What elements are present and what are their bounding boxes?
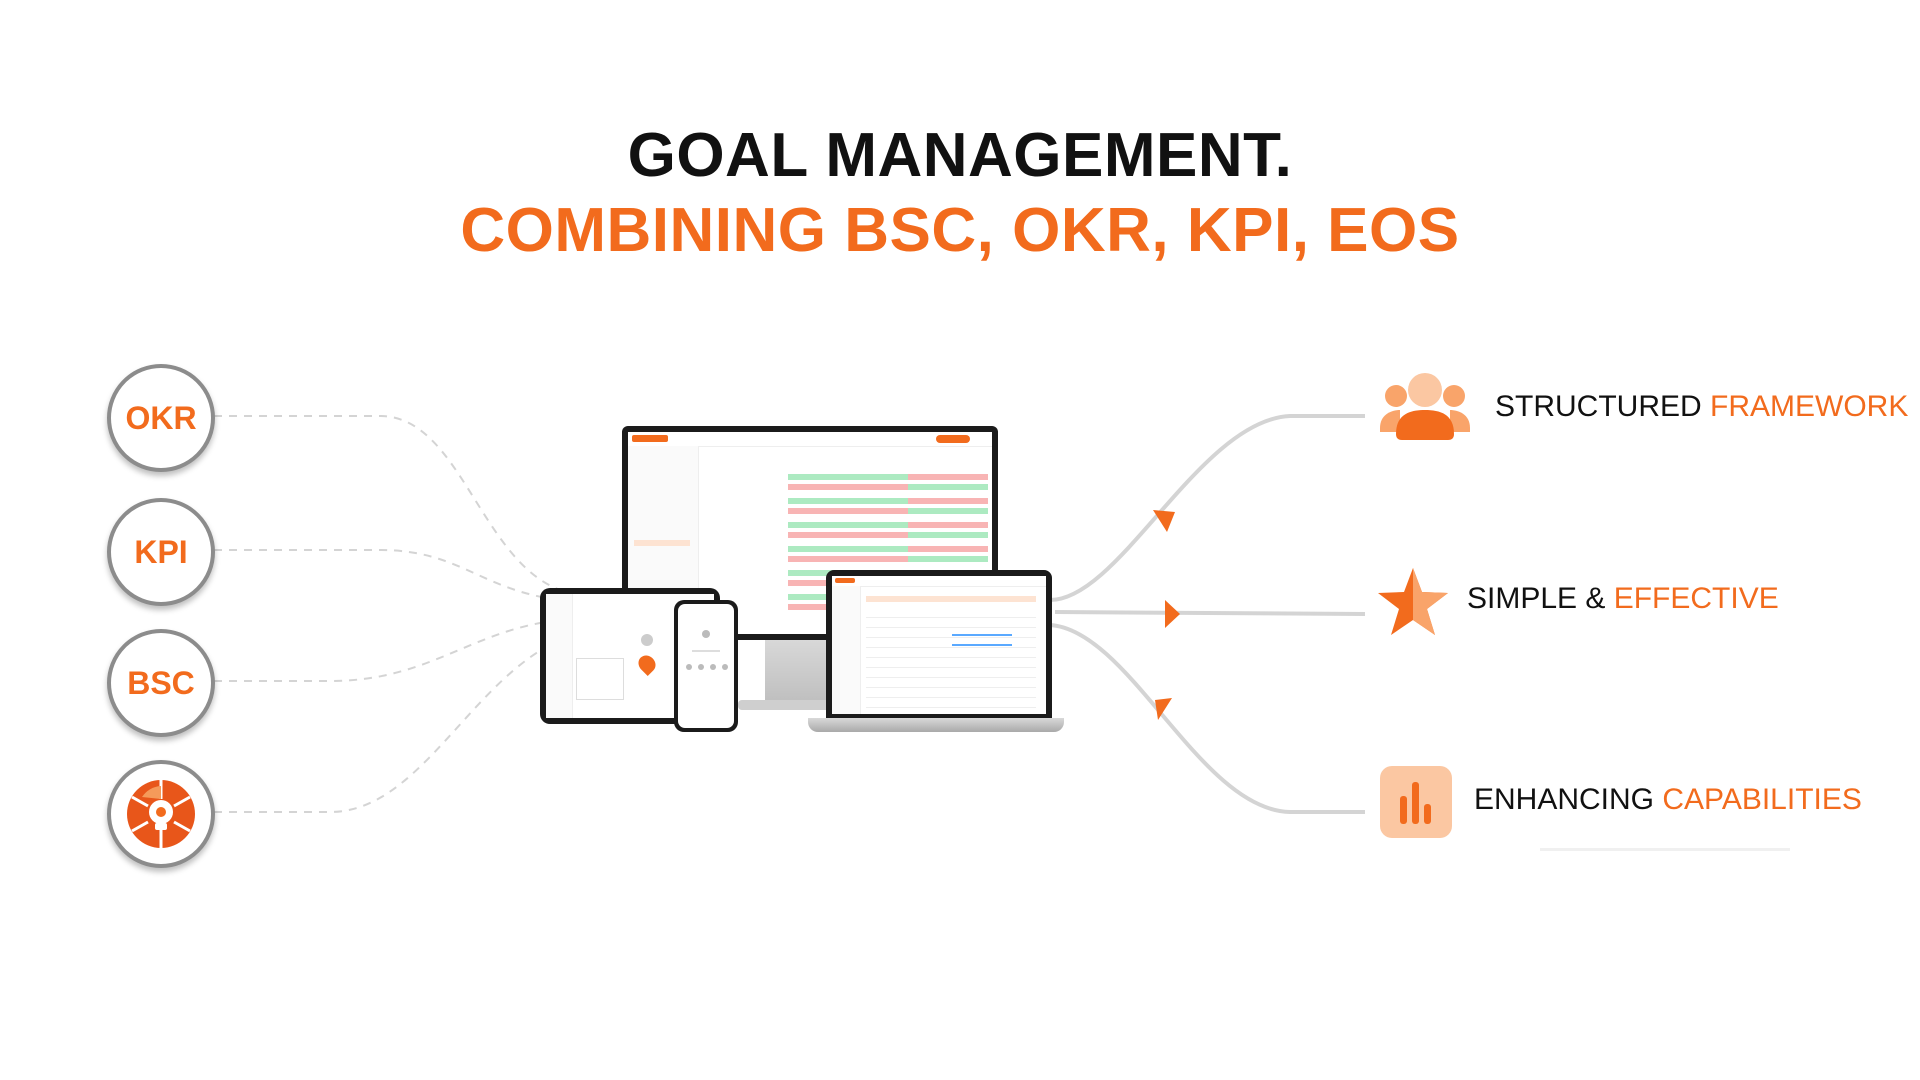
method-okr: OKR bbox=[107, 364, 215, 472]
laptop bbox=[826, 570, 1052, 720]
connector-framework bbox=[1049, 414, 1365, 602]
underline-shadow bbox=[1540, 848, 1790, 851]
app-logo bbox=[632, 435, 668, 442]
phone-screen bbox=[678, 604, 734, 728]
method-eos bbox=[107, 760, 215, 868]
laptop-screen bbox=[832, 576, 1046, 714]
headline: GOAL MANAGEMENT. bbox=[627, 121, 1293, 190]
tablet-heart-icon bbox=[634, 651, 660, 677]
feature-framework-accent: FRAMEWORK bbox=[1710, 390, 1909, 423]
feature-framework: STRUCTURED FRAMEWORK bbox=[1495, 390, 1908, 424]
arrow-simple bbox=[1165, 600, 1180, 628]
sidebar-active-item bbox=[634, 540, 690, 546]
feature-capabilities-text: ENHANCING bbox=[1474, 783, 1663, 816]
arrow-framework bbox=[1153, 510, 1175, 532]
laptop-highlight-row bbox=[866, 596, 1036, 602]
eos-wheel-icon bbox=[127, 780, 195, 848]
subheadline: COMBINING BSC, OKR, KPI, EOS bbox=[460, 196, 1460, 265]
connector-eos bbox=[214, 639, 561, 813]
tablet-avatar bbox=[641, 634, 653, 646]
tablet-popup bbox=[576, 658, 624, 700]
star-icon bbox=[1378, 568, 1448, 635]
feature-framework-text: STRUCTURED bbox=[1495, 390, 1710, 423]
monitor-base bbox=[738, 700, 882, 710]
feature-simple: SIMPLE & EFFECTIVE bbox=[1467, 582, 1779, 616]
method-kpi-label: KPI bbox=[134, 533, 188, 570]
arrow-capabilities bbox=[1155, 698, 1172, 720]
app-topbar bbox=[628, 432, 992, 447]
connector-capabilities bbox=[1049, 623, 1365, 814]
method-bsc-label: BSC bbox=[127, 664, 195, 701]
bar-chart-icon bbox=[1380, 766, 1452, 838]
connector-simple bbox=[1054, 610, 1366, 616]
smartphone bbox=[674, 600, 738, 732]
connector-bsc bbox=[214, 619, 561, 682]
method-okr-label: OKR bbox=[125, 399, 197, 436]
laptop-base bbox=[808, 718, 1064, 732]
connector-okr bbox=[214, 415, 561, 591]
feature-simple-text: SIMPLE & bbox=[1467, 582, 1614, 615]
feature-capabilities-accent: CAPABILITIES bbox=[1662, 783, 1862, 816]
feature-capabilities: ENHANCING CAPABILITIES bbox=[1474, 783, 1862, 817]
method-kpi: KPI bbox=[107, 498, 215, 606]
method-bsc: BSC bbox=[107, 629, 215, 737]
app-cta bbox=[936, 435, 970, 443]
team-icon bbox=[1380, 373, 1470, 440]
connector-kpi bbox=[214, 549, 561, 601]
feature-simple-accent: EFFECTIVE bbox=[1613, 582, 1779, 615]
